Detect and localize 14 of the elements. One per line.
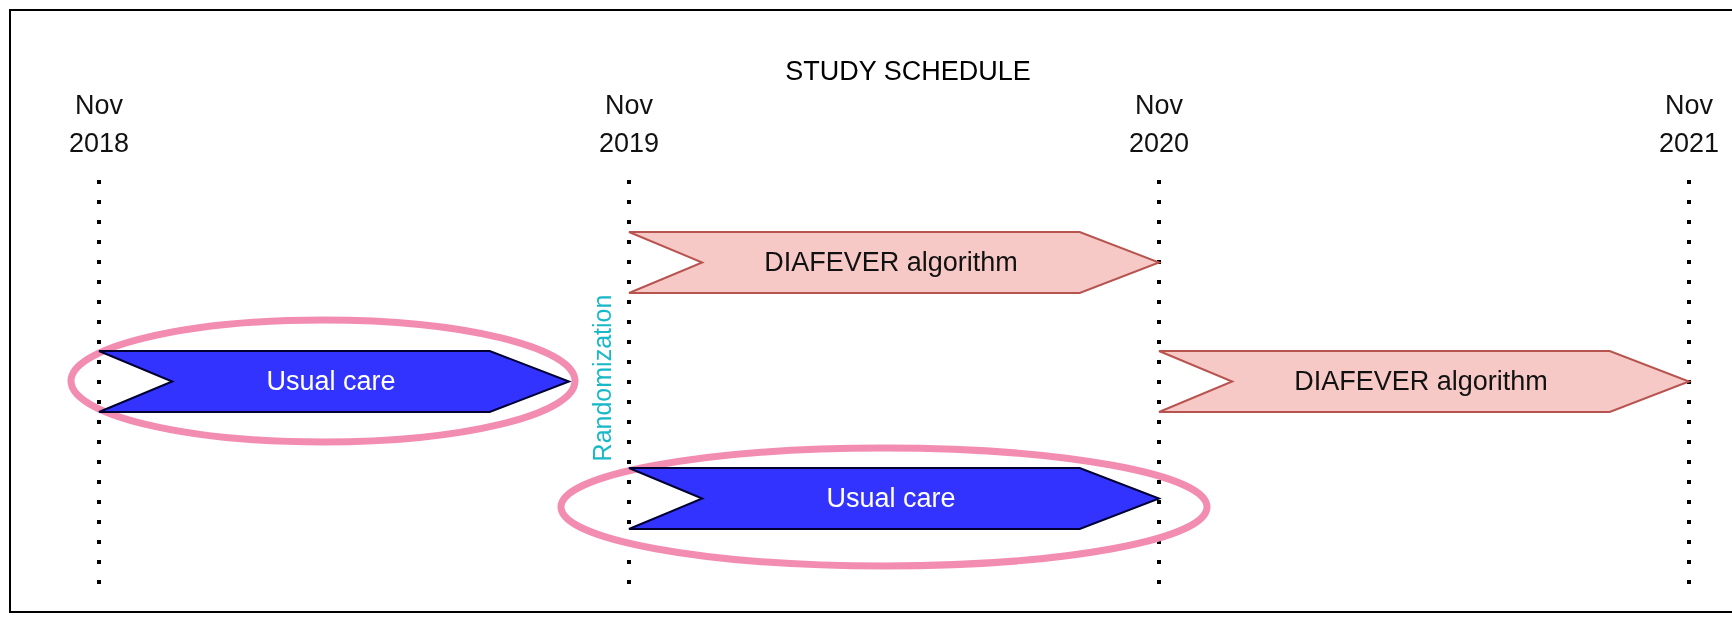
bar-label: Usual care <box>266 366 396 397</box>
bar-label: Usual care <box>826 483 956 514</box>
date-label: Nov 2018 <box>67 89 131 160</box>
vertical-label: Randomization <box>588 294 616 462</box>
chevron-bar <box>629 468 1159 529</box>
chevron-bar <box>1159 351 1689 412</box>
date-label: Nov 2019 <box>597 89 661 160</box>
bar-label: DIAFEVER algorithm <box>764 247 1018 278</box>
bar-label: DIAFEVER algorithm <box>1294 366 1548 397</box>
date-label: Nov 2021 <box>1657 89 1721 160</box>
chevron-bar <box>99 351 569 412</box>
chevron-bar <box>629 232 1159 293</box>
date-label: Nov 2020 <box>1127 89 1191 160</box>
chart-title: STUDY SCHEDULE <box>784 56 1032 87</box>
